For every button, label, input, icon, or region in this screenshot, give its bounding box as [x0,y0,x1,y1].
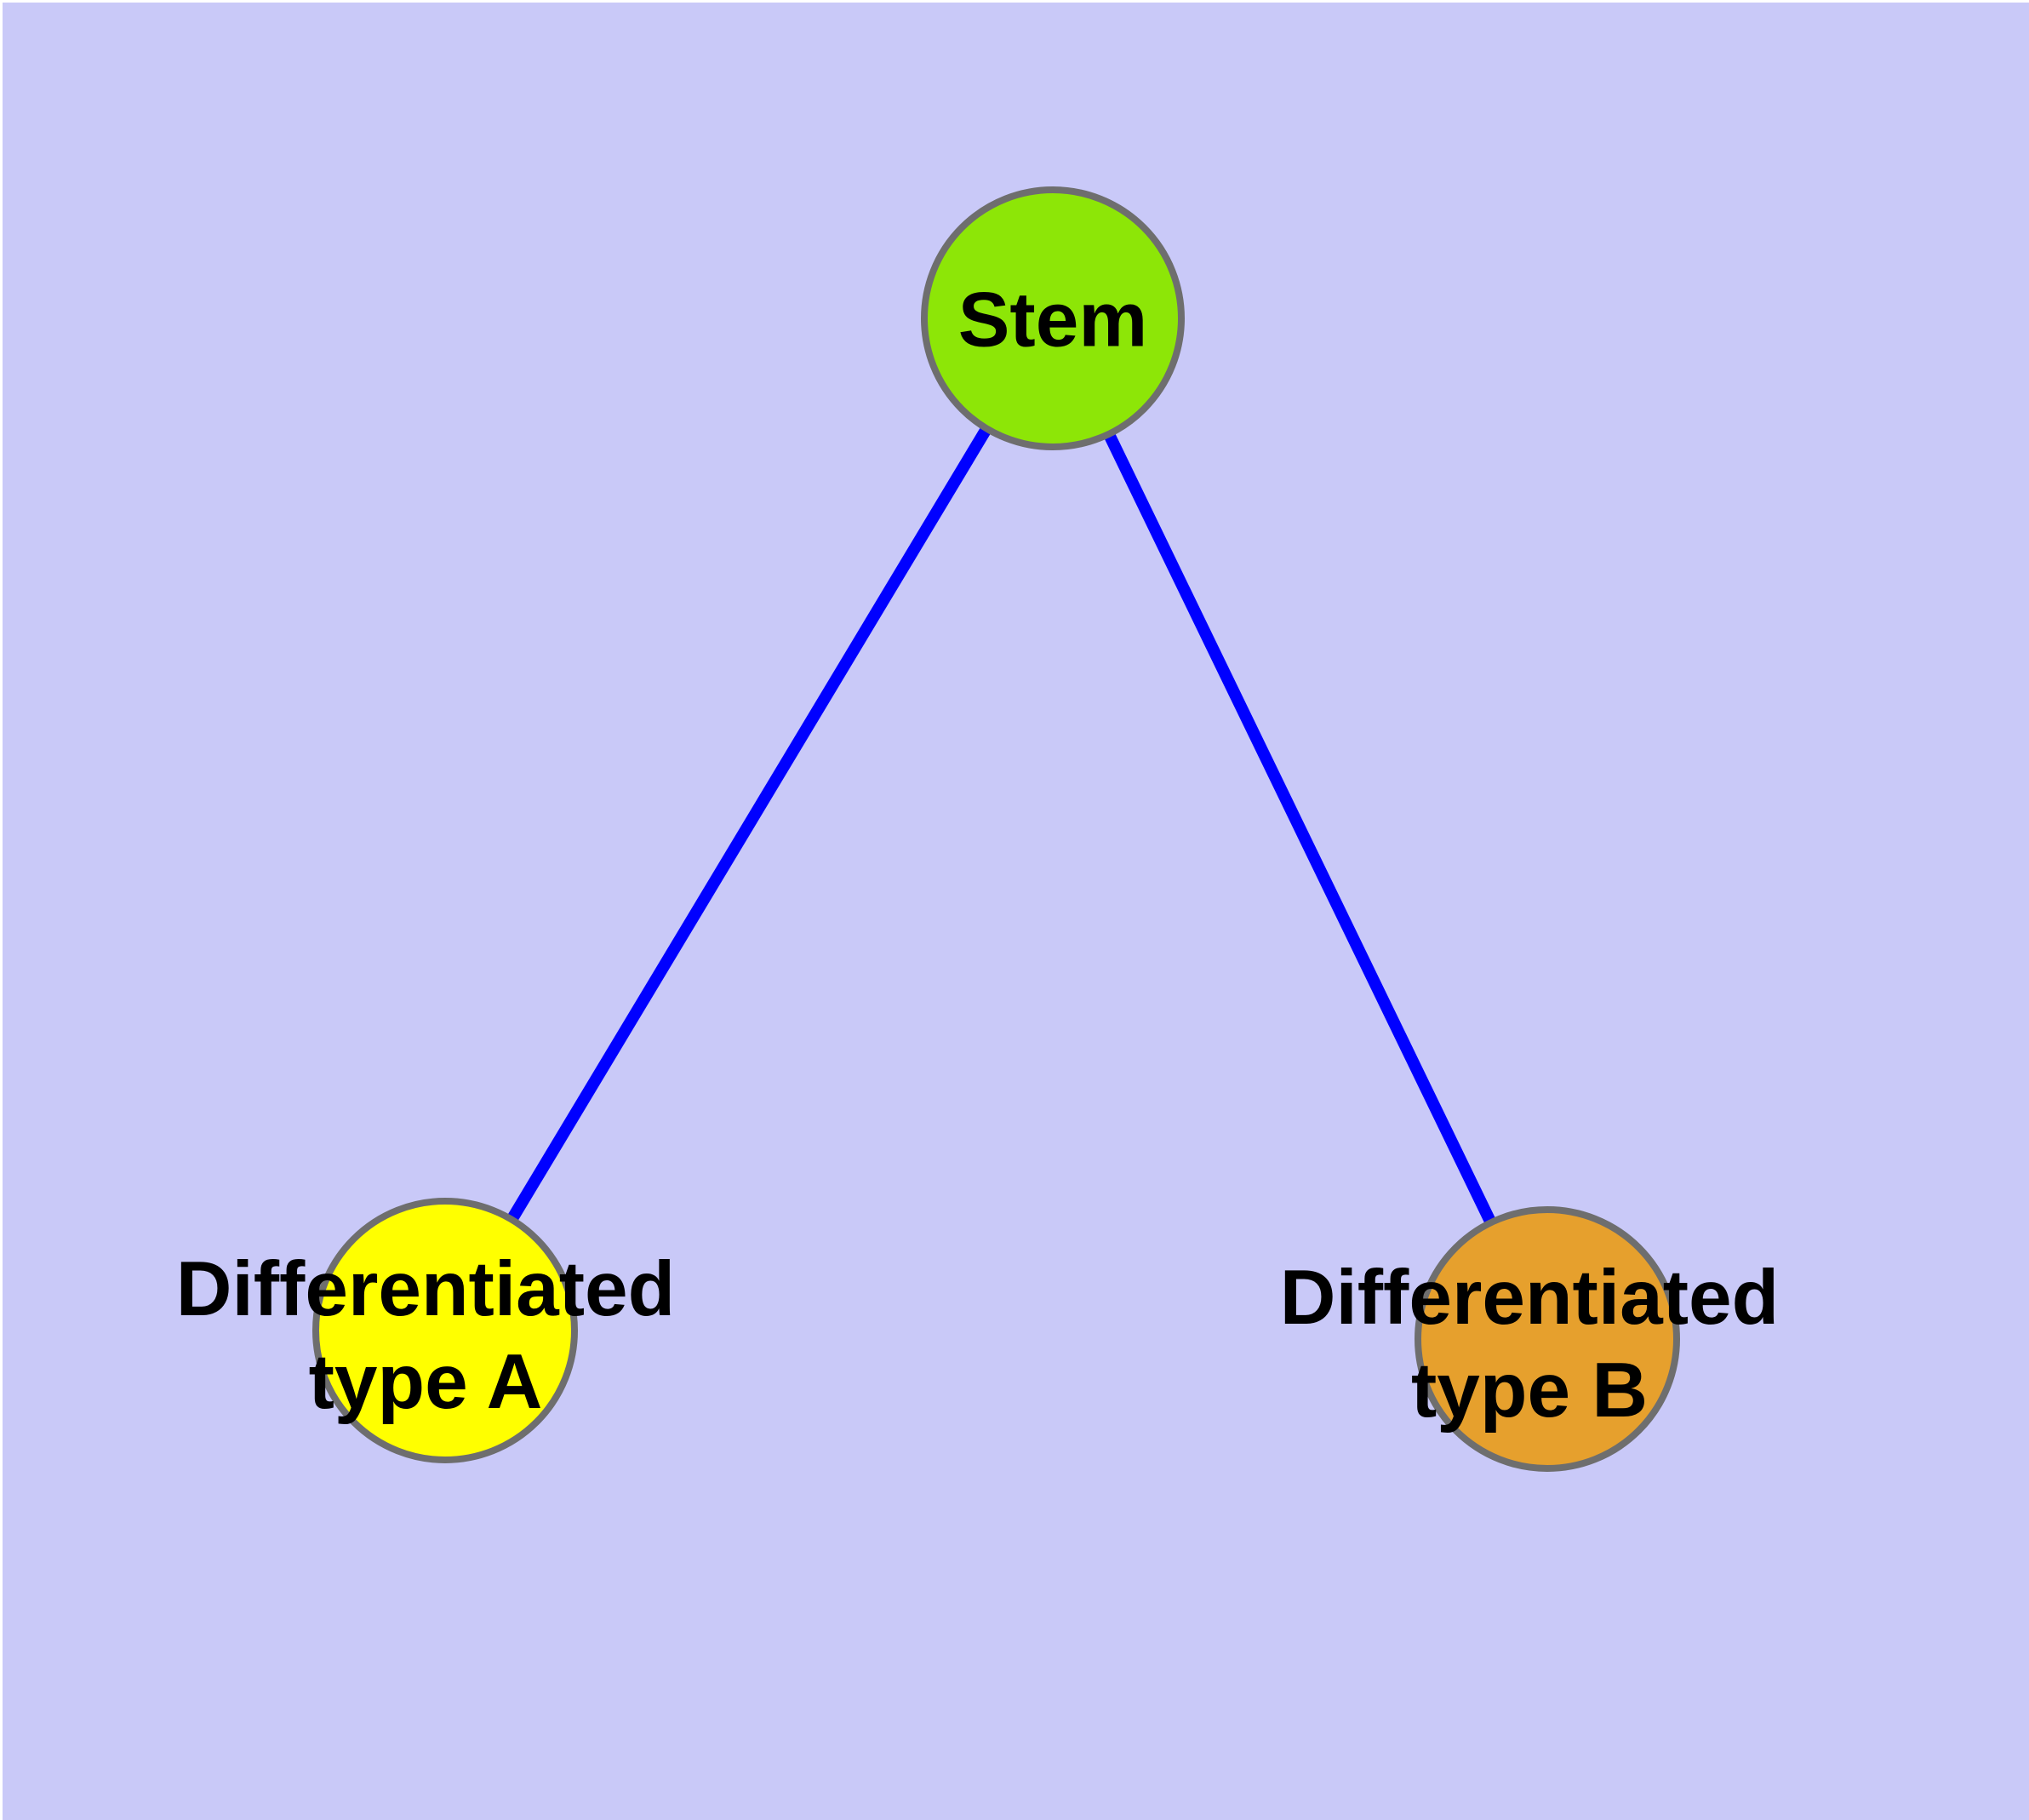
node-label-differentiated-type-b: Differentiated type B [1279,1254,1780,1434]
edge-stem-type-b [1047,315,1553,1342]
node-circle-type-b [1415,1206,1680,1472]
node-label-stem: Stem [957,277,1148,363]
node-circle-type-a [312,1198,578,1463]
node-circle-stem [921,186,1185,450]
edge-stem-type-a [439,315,1059,1334]
node-label-differentiated-type-a: Differentiated type A [175,1245,676,1425]
